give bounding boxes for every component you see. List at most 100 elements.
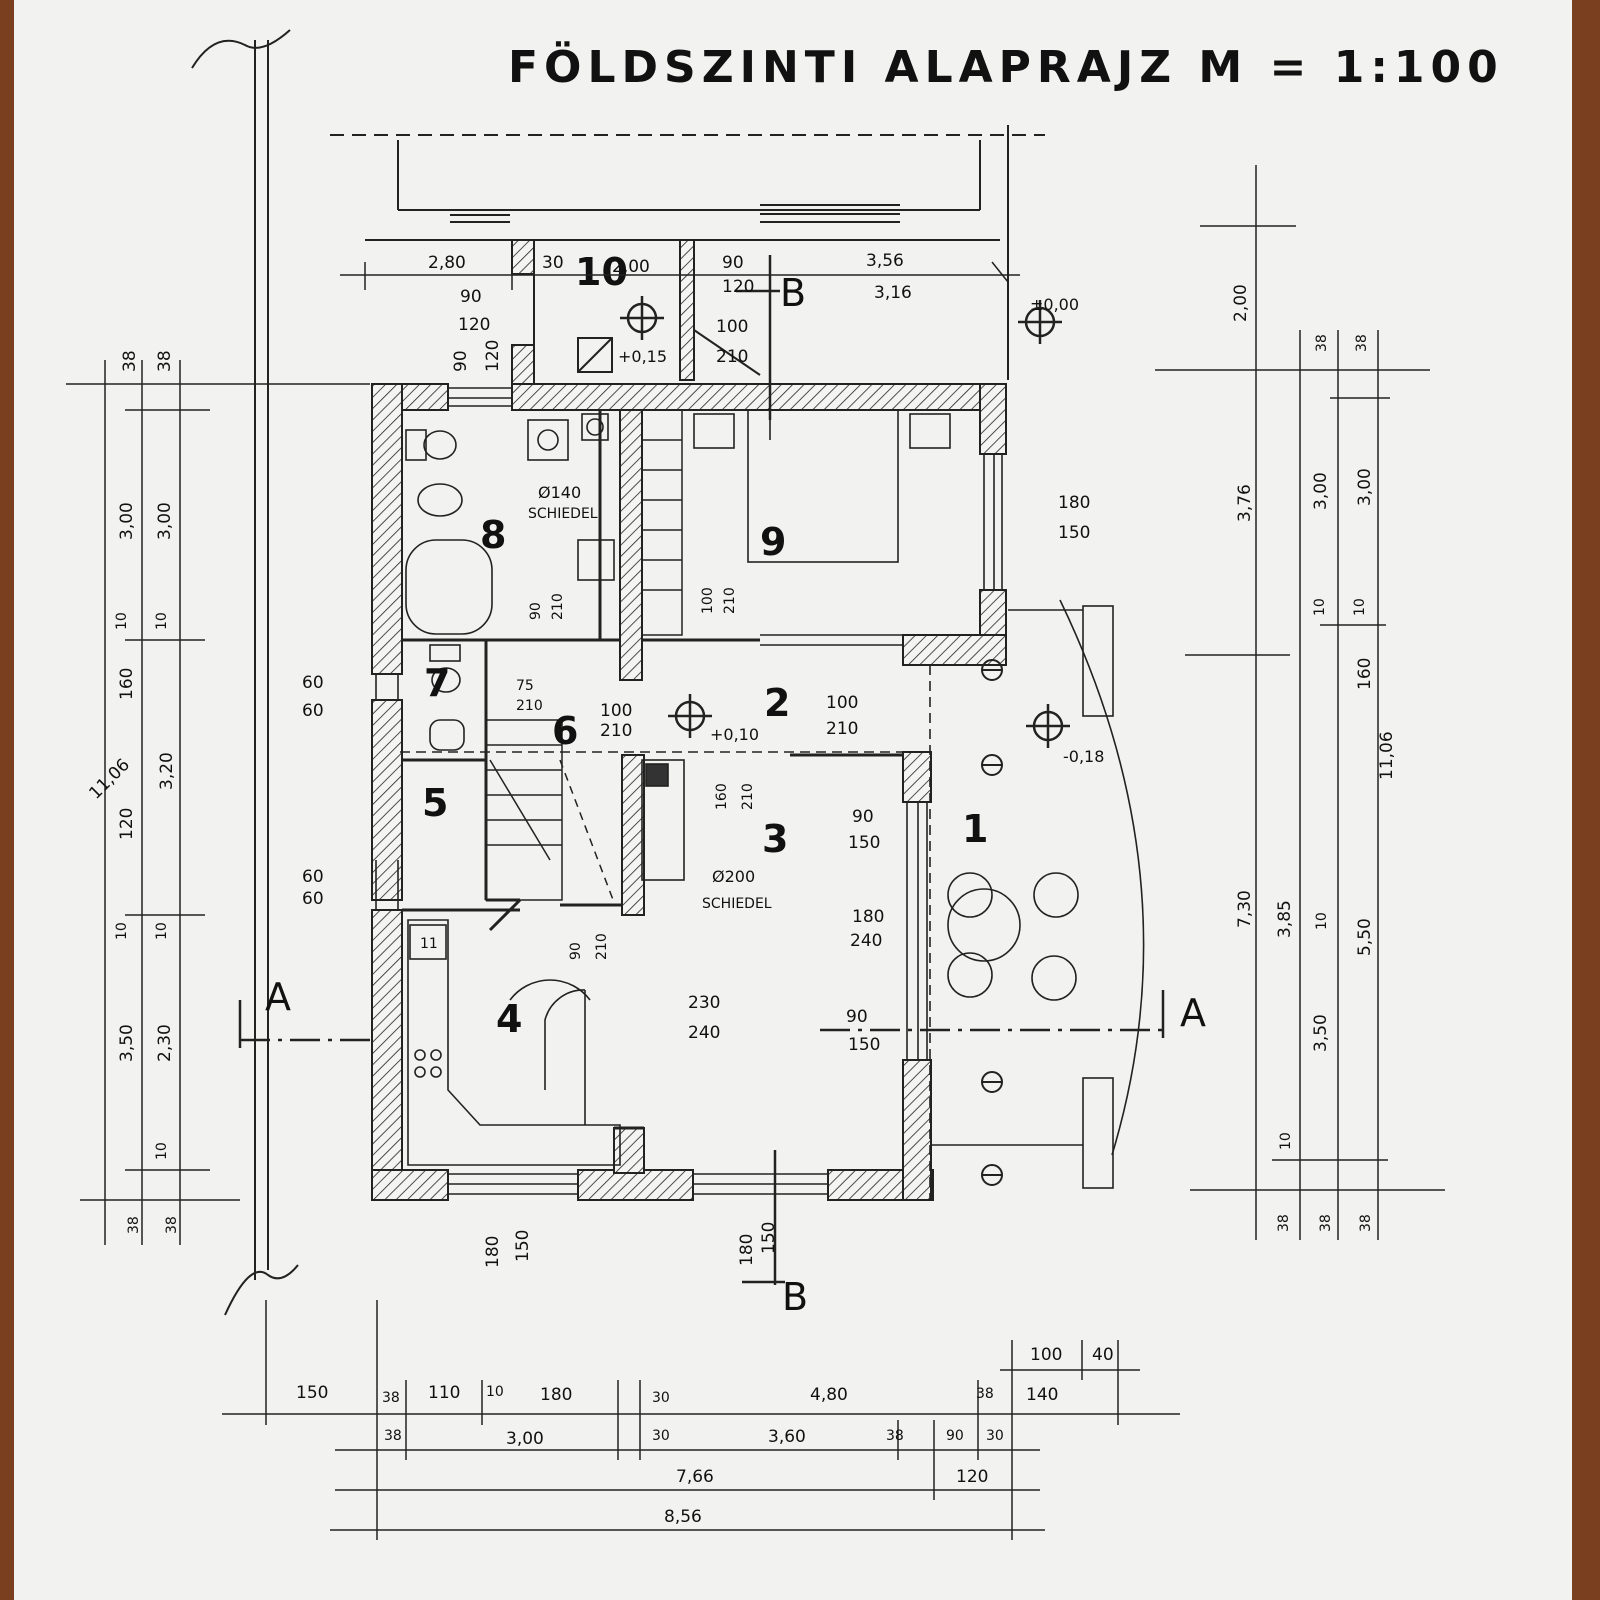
- section-a-right: A: [1180, 991, 1206, 1035]
- opening-dim-16a: 90: [528, 602, 544, 620]
- right-dim-1: 2,00: [1231, 284, 1251, 322]
- opening-dim-7a: 90: [852, 807, 874, 827]
- top-dimension-lines: [340, 261, 1020, 290]
- opening-dim-10a: 90: [846, 1007, 868, 1027]
- bottom-dim-r2-4: 3,60: [768, 1427, 806, 1447]
- opening-dim-14a: 180: [737, 1234, 757, 1266]
- opening-dim-11a: 160: [714, 783, 730, 810]
- right-dim-10: 160: [1355, 658, 1375, 690]
- left-dim-3: 3,00: [117, 502, 137, 540]
- opening-dim-16b: 210: [550, 593, 566, 620]
- bottom-dimension-lines: [222, 1300, 1180, 1540]
- level-markers: [620, 296, 1070, 748]
- bottom-dim-r2-7: 30: [986, 1428, 1004, 1444]
- room-8: 8: [480, 513, 506, 557]
- opening-dim-5b: 210: [826, 719, 858, 739]
- opening-dim-15a: 100: [700, 587, 716, 614]
- left-dim-15: 10: [154, 1142, 170, 1160]
- kitchen-counter: [407, 919, 621, 1166]
- right-dim-18: 38: [1318, 1214, 1334, 1232]
- right-dim-2: 38: [1314, 334, 1330, 352]
- chimney-2-brand: SCHIEDEL: [702, 896, 772, 912]
- opening-dim-15b: 210: [722, 587, 738, 614]
- section-a-left: A: [265, 975, 291, 1019]
- room-9: 9: [760, 520, 786, 564]
- bottom-dim-r4-1: 8,56: [664, 1507, 702, 1527]
- upper-outline: [330, 125, 1045, 380]
- bottom-dim-r0-1: 100: [1030, 1345, 1062, 1365]
- room-3: 3: [762, 817, 788, 861]
- room-7: 7: [424, 661, 450, 705]
- staircase: [400, 409, 910, 906]
- right-dim-5: 3,00: [1311, 472, 1331, 510]
- left-dim-14: 2,30: [155, 1024, 175, 1062]
- opening-dim-2a: 60: [302, 673, 324, 693]
- section-line-a: [238, 990, 1165, 1048]
- opening-dim-6b: 210: [516, 698, 543, 714]
- terrace-pillars: [981, 659, 1003, 1186]
- terrace-outline: [929, 599, 1145, 1200]
- top-dim-3: 2,00: [612, 257, 650, 277]
- right-dim-9: 3,85: [1275, 900, 1295, 938]
- bathroom-fixtures: [405, 413, 615, 635]
- level-terrace: -0,18: [1063, 747, 1104, 766]
- top-dim-6: 3,56: [866, 251, 904, 271]
- opening-dim-13b: 150: [513, 1230, 533, 1262]
- chimney-1-brand: SCHIEDEL: [528, 506, 598, 522]
- room-5: 5: [422, 781, 448, 825]
- right-dim-15: 3,50: [1311, 1014, 1331, 1052]
- bottom-dim-r2-2: 3,00: [506, 1429, 544, 1449]
- opening-dim-7b: 150: [848, 833, 880, 853]
- bedroom-furniture: [693, 409, 951, 563]
- top-dim-11: 120: [483, 340, 503, 372]
- top-dim-2: 30: [542, 253, 564, 273]
- left-dim-11: 10: [114, 922, 130, 940]
- top-dim-4: 90: [722, 253, 744, 273]
- room-1: 1: [962, 807, 988, 851]
- left-dim-8: 3,20: [157, 752, 177, 790]
- opening-dim-9a: 230: [688, 993, 720, 1013]
- left-dim-12: 10: [154, 922, 170, 940]
- right-dim-4: 3,76: [1235, 484, 1255, 522]
- exterior-walls: [371, 383, 1007, 1201]
- left-dim-13: 3,50: [117, 1024, 137, 1062]
- top-dim-5: 120: [722, 277, 754, 297]
- bottom-dim-r1-1: 150: [296, 1383, 328, 1403]
- room-10: 10: [575, 250, 628, 294]
- opening-dim-3a: 60: [302, 867, 324, 887]
- section-b-bottom: B: [782, 1275, 808, 1319]
- opening-dim-4b: 210: [600, 721, 632, 741]
- room-4: 4: [496, 997, 522, 1041]
- left-dim-17: 38: [164, 1216, 180, 1234]
- right-dim-11: 11,06: [1377, 731, 1397, 780]
- opening-dim-10b: 150: [848, 1035, 880, 1055]
- opening-dim-9b: 240: [688, 1023, 720, 1043]
- top-dim-8: 90: [460, 287, 482, 307]
- right-dim-3: 38: [1354, 334, 1370, 352]
- opening-dim-12a: 90: [568, 942, 584, 960]
- plan-title: FÖLDSZINTI ALAPRAJZ M = 1:100: [508, 40, 1504, 93]
- room-6: 6: [552, 709, 578, 753]
- left-dim-5: 10: [114, 612, 130, 630]
- section-line-b: [736, 255, 785, 1285]
- bottom-dim-r2-1: 38: [384, 1428, 402, 1444]
- right-dim-6: 3,00: [1355, 468, 1375, 506]
- bottom-dim-r1-9: 140: [1026, 1385, 1058, 1405]
- room-11: 11: [420, 936, 438, 952]
- windows: [375, 387, 1003, 1195]
- left-dimension-lines: [66, 360, 370, 1245]
- border-lines: [191, 29, 299, 1316]
- paper: [14, 0, 1572, 1600]
- level-hall: +0,10: [710, 725, 759, 744]
- bottom-dim-r3-2: 120: [956, 1467, 988, 1487]
- right-dim-12: 7,30: [1235, 890, 1255, 928]
- opening-dim-1b: 150: [1058, 523, 1090, 543]
- top-dim-10: 90: [451, 350, 471, 372]
- section-b-top: B: [780, 271, 806, 315]
- bottom-dim-r1-4: 10: [486, 1384, 504, 1400]
- left-dim-2: 38: [155, 350, 175, 372]
- right-dim-7: 10: [1312, 598, 1328, 616]
- opening-dim-1a: 180: [1058, 493, 1090, 513]
- opening-dim-2b: 60: [302, 701, 324, 721]
